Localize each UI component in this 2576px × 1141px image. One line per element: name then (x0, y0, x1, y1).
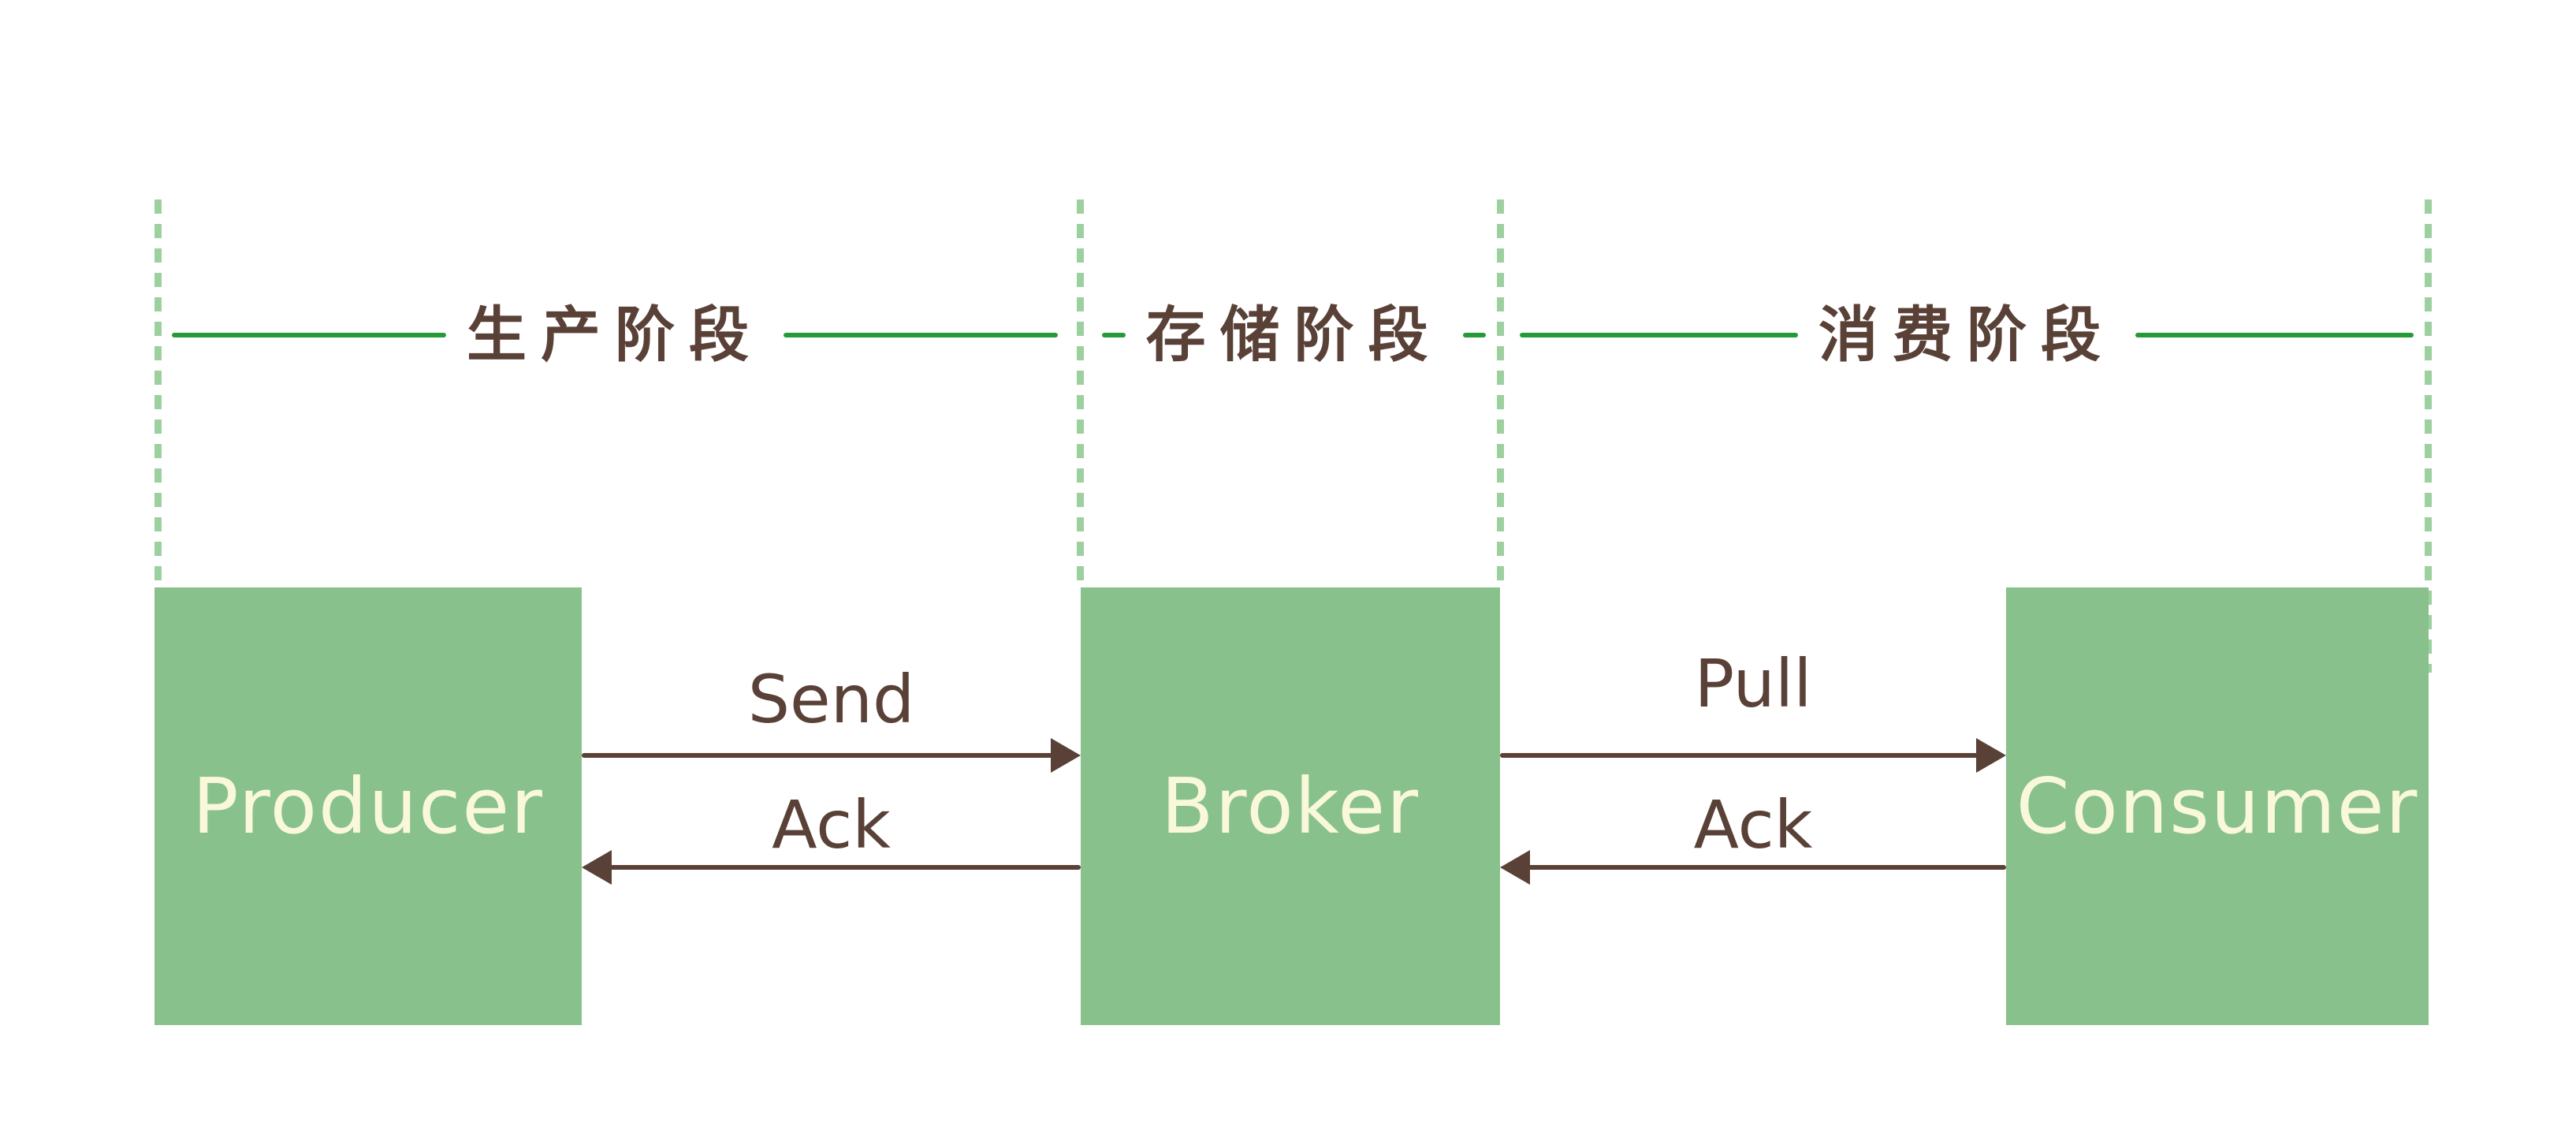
arrow-shaft (1500, 753, 1984, 758)
phase-rule-left (1520, 333, 1798, 337)
phase-boundary-dashed-line-1 (154, 199, 162, 587)
phase-label-storage: 存储阶段 (1145, 300, 1442, 370)
phase-band-storage: 存储阶段 (1102, 296, 1486, 375)
broker-label: Broker (1161, 762, 1420, 851)
send-label: Send (747, 661, 915, 738)
producer-label: Producer (192, 762, 544, 851)
arrowhead-right-icon (1051, 738, 1081, 773)
phase-rule-right (784, 333, 1058, 337)
phase-rule-right (1462, 333, 1486, 337)
phase-boundary-dashed-line-3 (1497, 199, 1504, 587)
send-arrow (582, 738, 1081, 773)
consumer-label: Consumer (2016, 762, 2419, 851)
producer-node: Producer (154, 587, 582, 1025)
consumer-ack-arrow (1500, 850, 2006, 885)
consumer-node: Consumer (2006, 587, 2429, 1025)
producer-ack-arrow (582, 850, 1081, 885)
pull-arrow (1500, 738, 2006, 773)
phase-rule-right (2135, 333, 2414, 337)
arrowhead-left-icon (582, 850, 612, 885)
arrow-shaft (582, 753, 1059, 758)
arrowhead-right-icon (1976, 738, 2006, 773)
phase-boundary-dashed-line-2 (1077, 199, 1084, 587)
consumer-ack-label: Ack (1693, 786, 1813, 863)
producer-ack-label: Ack (772, 786, 891, 863)
phase-rule-left (1102, 333, 1126, 337)
phase-boundary-dashed-line-4 (2425, 199, 2432, 673)
arrowhead-left-icon (1500, 850, 1530, 885)
broker-node: Broker (1081, 587, 1500, 1025)
phase-rule-left (172, 333, 446, 337)
arrow-shaft (604, 865, 1081, 870)
phase-label-consumption: 消费阶段 (1818, 300, 2115, 370)
pull-label: Pull (1694, 645, 1812, 722)
phase-band-consumption: 消费阶段 (1520, 296, 2414, 375)
phase-label-production: 生产阶段 (467, 300, 763, 370)
arrow-shaft (1522, 865, 2006, 870)
phase-band-production: 生产阶段 (172, 296, 1058, 375)
